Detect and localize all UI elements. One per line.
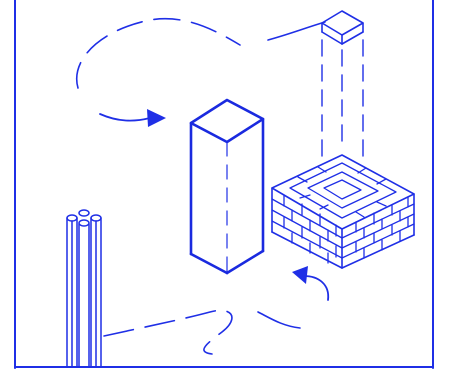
rod-bundle: [66, 209, 102, 368]
dashed-swirl-top-right: [267, 21, 326, 41]
dashed-swirl-top: [75, 18, 241, 89]
dashed-swirl-bottom-right: [257, 311, 301, 329]
tall-prism: [189, 98, 265, 275]
dashed-swirl-bottom: [103, 309, 233, 355]
brick-block: [271, 154, 415, 269]
frame: [14, 0, 434, 369]
small-cube-top: [321, 10, 364, 159]
arrow-to-brick-block: [292, 266, 330, 301]
arrow-to-prism: [99, 109, 166, 127]
